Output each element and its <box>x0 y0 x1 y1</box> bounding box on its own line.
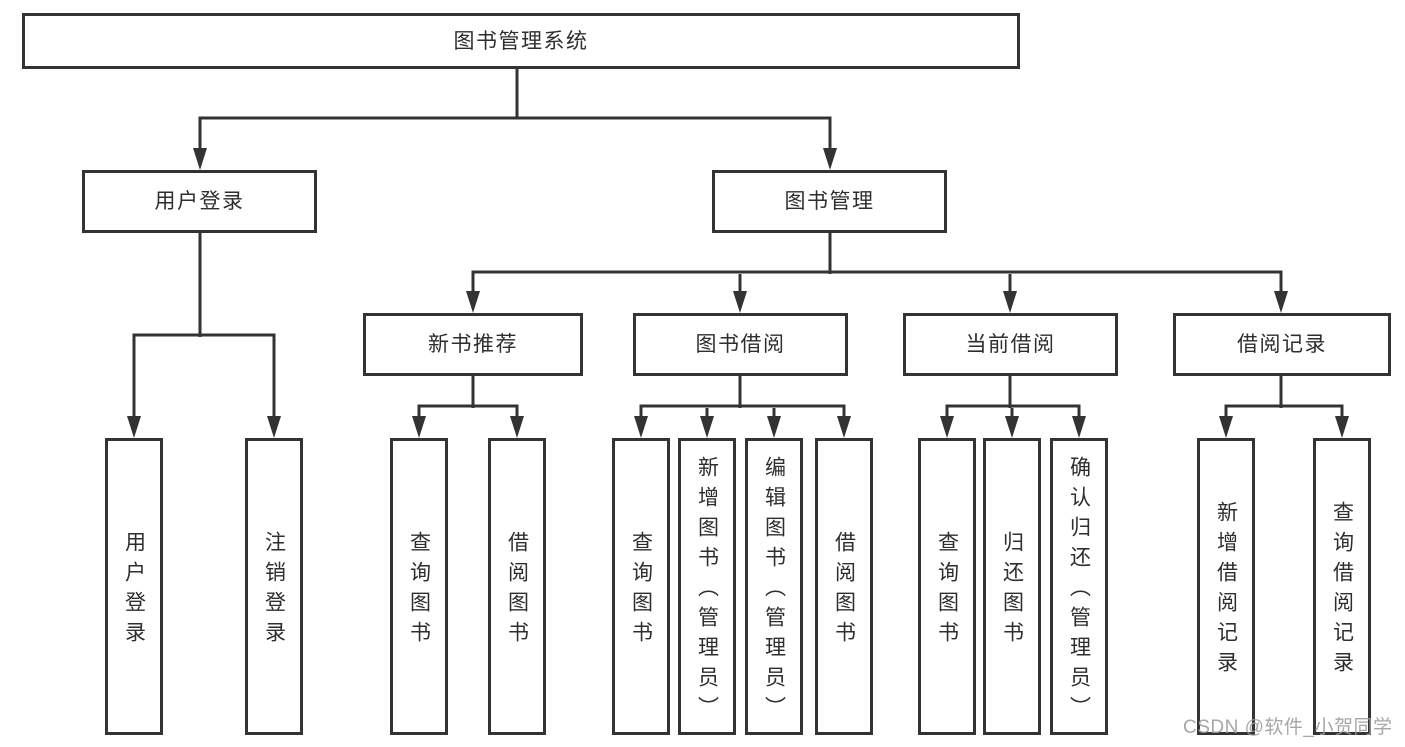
csdn-watermark: CSDN @软件_小贺同学 <box>1183 717 1393 738</box>
node-leaf-add-borrow-record: 新增借阅记录 <box>1197 438 1255 735</box>
arrowhead <box>1003 291 1017 313</box>
node-label: 当前借阅 <box>965 333 1056 356</box>
connector-records-rail <box>1224 404 1344 422</box>
node-label: 图书管理 <box>784 190 875 213</box>
node-book-management: 图书管理 <box>712 170 947 233</box>
arrowhead <box>510 416 524 438</box>
node-leaf-query-books-3: 查询图书 <box>918 438 976 735</box>
arrowheads <box>127 148 1349 438</box>
arrowhead <box>1219 416 1233 438</box>
arrowhead <box>1274 291 1288 313</box>
node-label: 用户登录 <box>154 190 245 213</box>
node-leaf-query-borrow-record: 查询借阅记录 <box>1313 438 1371 735</box>
arrowhead <box>466 291 480 313</box>
arrowhead <box>1072 416 1086 438</box>
node-leaf-borrow-books-1: 借阅图书 <box>488 438 546 735</box>
arrowhead <box>700 416 714 438</box>
arrowhead <box>193 148 207 170</box>
arrowhead <box>837 416 851 438</box>
node-leaf-confirm-return-admin: 确认归还（管理员） <box>1050 438 1108 735</box>
connector-borrowing-rail <box>639 404 846 422</box>
node-library-management-system: 图书管理系统 <box>22 13 1020 69</box>
arrowhead <box>127 416 141 438</box>
arrowhead <box>767 416 781 438</box>
arrowhead <box>733 291 747 313</box>
arrowhead <box>1005 416 1019 438</box>
node-leaf-add-book-admin: 新增图书（管理员） <box>678 438 736 735</box>
node-borrowing-records: 借阅记录 <box>1173 313 1391 376</box>
node-label: 图书借阅 <box>695 333 786 356</box>
node-leaf-query-books-2: 查询图书 <box>612 438 670 735</box>
arrowhead <box>412 416 426 438</box>
node-leaf-logout: 注销登录 <box>245 438 303 735</box>
node-current-borrowing: 当前借阅 <box>903 313 1118 376</box>
connector-userlogin-rail <box>132 333 276 422</box>
connector-newbook-rail <box>417 404 519 422</box>
arrowhead <box>1335 416 1349 438</box>
node-leaf-borrow-books-2: 借阅图书 <box>815 438 873 735</box>
connector-root-rail <box>198 116 832 150</box>
arrowhead <box>634 416 648 438</box>
node-label: 新书推荐 <box>428 333 518 356</box>
node-label: 借阅记录 <box>1237 333 1327 356</box>
node-new-book-recommendation: 新书推荐 <box>363 313 583 376</box>
arrowhead <box>823 148 837 170</box>
node-leaf-user-login: 用户登录 <box>105 438 163 735</box>
connector-current-rail <box>945 404 1081 422</box>
arrowhead <box>267 416 281 438</box>
node-label: 图书管理系统 <box>453 29 589 53</box>
arrowhead <box>940 416 954 438</box>
connector-bookmgmt-rail <box>471 270 1283 297</box>
node-book-borrowing: 图书借阅 <box>633 313 848 376</box>
node-leaf-return-book: 归还图书 <box>983 438 1041 735</box>
node-leaf-query-books-1: 查询图书 <box>390 438 448 735</box>
node-leaf-edit-book-admin: 编辑图书（管理员） <box>745 438 803 735</box>
node-user-login: 用户登录 <box>82 170 317 233</box>
